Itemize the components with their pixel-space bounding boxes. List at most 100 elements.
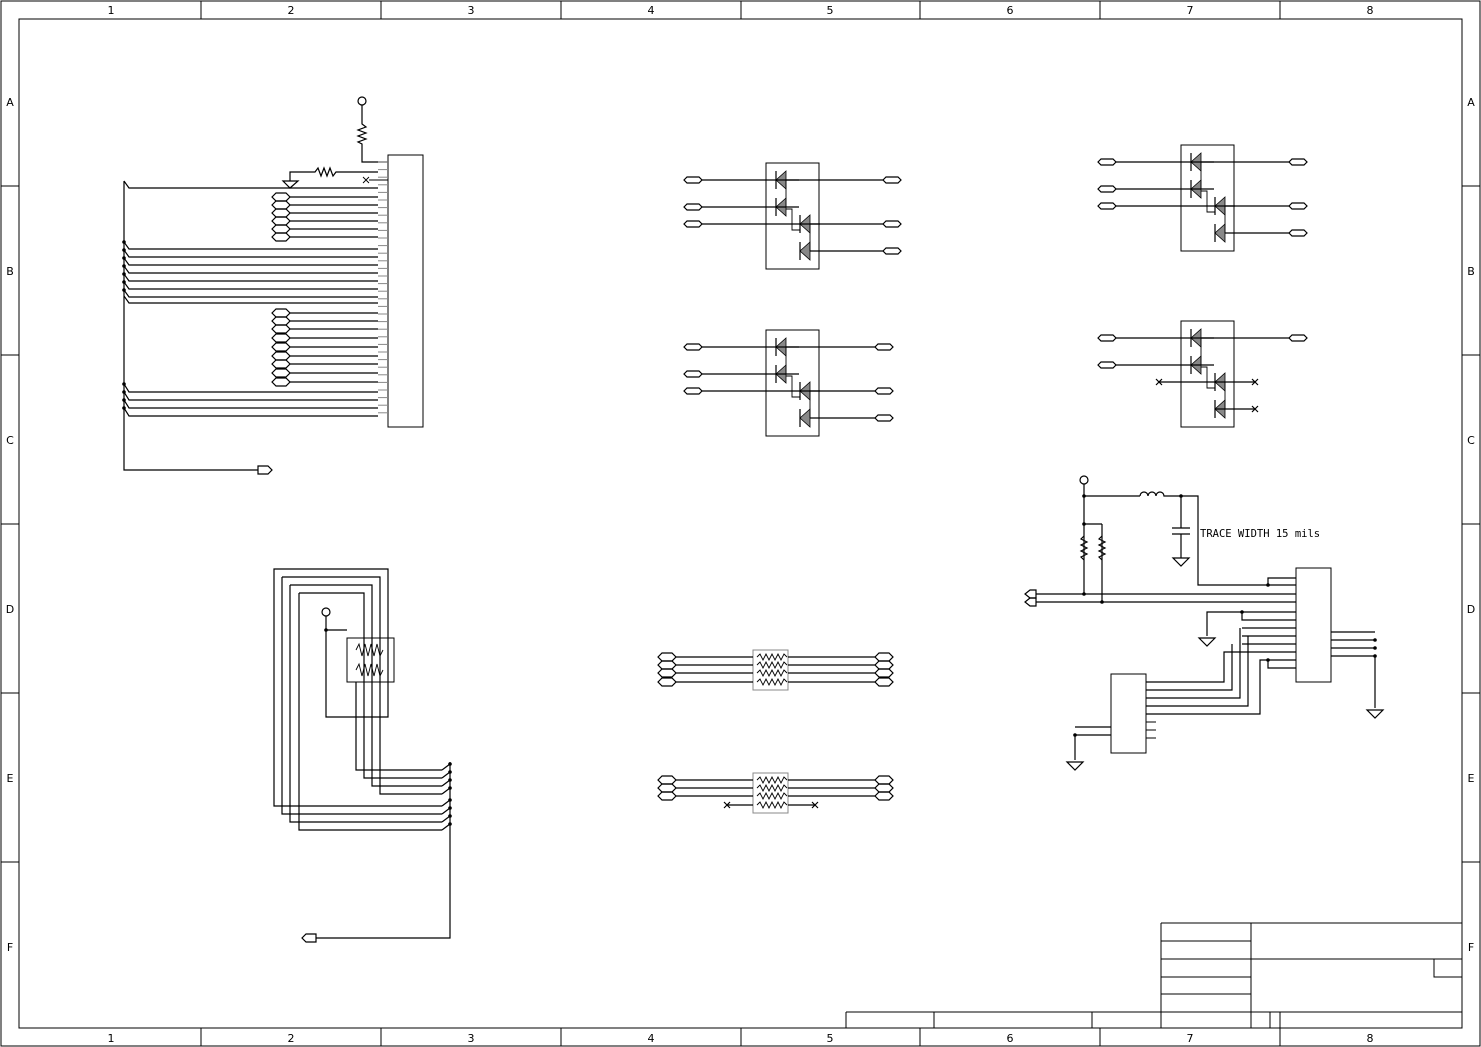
resistor-pack — [657, 649, 894, 691]
net-port-icon — [1097, 334, 1117, 342]
bus-entry — [123, 295, 378, 304]
diode-array-body — [765, 162, 820, 270]
row-label: B — [1467, 265, 1475, 278]
row-label: A — [6, 96, 14, 109]
bus-line — [123, 180, 378, 471]
net-port-icon — [1288, 158, 1308, 166]
col-label: 2 — [288, 4, 295, 17]
junction-dot — [448, 814, 452, 818]
junction-dot — [1373, 646, 1377, 650]
diode-array — [1097, 320, 1308, 428]
row-label: A — [1467, 96, 1475, 109]
resistor-pack — [346, 637, 395, 683]
net-port-icon — [874, 775, 894, 785]
inductor-icon — [1139, 491, 1296, 586]
ground-resistor — [289, 166, 378, 181]
tvs-diode-icon — [799, 241, 811, 261]
junction-dot — [448, 762, 452, 766]
net-port-icon — [657, 668, 677, 678]
net-port-icon — [882, 176, 902, 184]
col-label: 4 — [648, 1032, 655, 1045]
col-label: 8 — [1367, 1032, 1374, 1045]
net-port-icon — [874, 387, 894, 395]
junction-dot — [1240, 610, 1244, 614]
junction-dot — [1373, 638, 1377, 642]
resistor-icon — [756, 775, 788, 785]
diode-array — [683, 162, 902, 270]
col-label: 8 — [1367, 4, 1374, 17]
col-label: 6 — [1007, 1032, 1014, 1045]
resistor-pack — [657, 772, 894, 814]
net-port-icon — [874, 668, 894, 678]
junction-dot — [1266, 658, 1270, 662]
net-port-icon — [271, 359, 291, 369]
net-port-icon — [657, 652, 677, 662]
bus-entry — [123, 257, 378, 266]
tvs-diode-icon — [799, 408, 811, 428]
power-symbol — [321, 607, 331, 617]
diode-array-body — [1180, 320, 1235, 428]
net-port-icon — [874, 414, 894, 422]
net-port-icon — [271, 216, 291, 226]
net-port-icon — [271, 308, 291, 318]
resistor-network-block — [273, 568, 452, 943]
net-port-icon — [271, 333, 291, 343]
offpage-connector — [257, 465, 273, 475]
bus-entry — [123, 265, 378, 274]
col-label: 7 — [1187, 4, 1194, 17]
net-port-icon — [271, 208, 291, 218]
resistor-icon — [756, 677, 788, 687]
bus-entry — [123, 281, 378, 290]
row-label: F — [7, 941, 13, 954]
net-port-icon — [874, 783, 894, 793]
col-label: 6 — [1007, 4, 1014, 17]
diode-array — [683, 329, 894, 437]
title-block — [845, 922, 1462, 1028]
junction-dot — [1266, 583, 1270, 587]
col-label: 3 — [468, 1032, 475, 1045]
connector-block — [122, 96, 424, 475]
no-connect-icon — [1251, 405, 1259, 413]
resistor-icon — [756, 800, 788, 810]
net-port-icon — [683, 370, 703, 378]
ground-icon — [281, 180, 300, 189]
net-port-icon — [1097, 202, 1117, 210]
net-port-icon — [1097, 361, 1117, 369]
resistor-icon — [756, 668, 788, 678]
row-label: B — [6, 265, 14, 278]
net-port-icon — [657, 775, 677, 785]
junction-dot — [448, 770, 452, 774]
net-port-icon — [1097, 185, 1117, 193]
col-label: 1 — [108, 4, 115, 17]
offpage-connector — [1024, 597, 1037, 607]
net-port-icon — [1288, 202, 1308, 210]
resistor-icon — [355, 642, 384, 658]
net-port-icon — [874, 791, 894, 801]
row-label: F — [1468, 941, 1474, 954]
tvs-diode-icon — [1214, 223, 1226, 243]
ground-icon — [1197, 637, 1217, 647]
net-port-icon — [882, 247, 902, 255]
bus-entry — [123, 383, 378, 393]
ic-body — [1295, 567, 1332, 683]
net-port-icon — [683, 203, 703, 211]
net-port-icon — [1288, 229, 1308, 237]
bus-entry — [123, 273, 378, 282]
junction-dot — [1082, 592, 1086, 596]
no-connect-icon — [1251, 378, 1259, 386]
col-label: 5 — [827, 1032, 834, 1045]
resistor-icon — [1097, 535, 1107, 561]
net-port-icon — [1097, 158, 1117, 166]
col-label: 2 — [288, 1032, 295, 1045]
junction-dot — [1082, 522, 1086, 526]
diode-array-body — [765, 329, 820, 437]
power-symbol — [1079, 475, 1089, 485]
pullup-resistor — [356, 105, 388, 163]
junction-dot — [448, 778, 452, 782]
row-label: C — [6, 434, 14, 447]
resistor-icon — [756, 660, 788, 670]
bus-entry — [123, 399, 378, 409]
net-port-icon — [657, 791, 677, 801]
diode-array — [1097, 144, 1308, 252]
